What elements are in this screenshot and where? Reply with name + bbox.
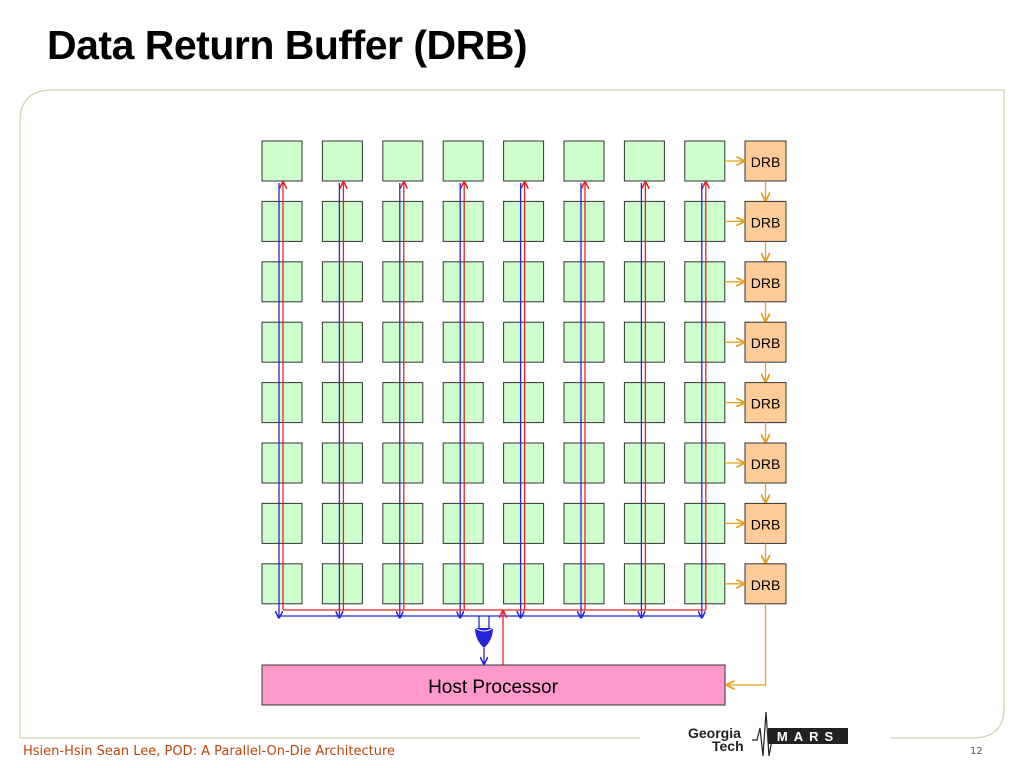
georgia-tech-logo: Georgia Tech [688,725,744,754]
drb-box [744,261,787,303]
processing-element [442,502,484,544]
processing-element [442,200,484,242]
processing-element [442,382,484,424]
georgia-tech-logo-line2: Tech [712,738,744,754]
processing-element [623,140,665,182]
processing-element [503,140,545,182]
processing-element [503,563,545,605]
mars-logo: MARS [768,728,848,744]
processing-element [684,261,726,303]
drb-label: DRB [751,154,781,170]
drb-box [744,140,787,182]
processing-element [623,321,665,363]
processing-element [261,502,303,544]
drb-box [744,382,787,424]
processing-element [684,382,726,424]
georgia-tech-logo-line1: Georgia [688,725,741,741]
processing-element [442,140,484,182]
processing-element [503,200,545,242]
processing-element [321,502,363,544]
host-processor-box [261,664,726,706]
processing-element [261,563,303,605]
processing-element [684,200,726,242]
merge-gate-icon [475,628,493,648]
processing-element [321,200,363,242]
processing-element [563,502,605,544]
processing-element [321,563,363,605]
processing-element [563,321,605,363]
processing-element [563,382,605,424]
processing-element [261,261,303,303]
drb-label: DRB [751,456,781,472]
drb-box [744,442,787,484]
processing-element [623,382,665,424]
processing-element [503,502,545,544]
processing-element [382,140,424,182]
processing-element [563,200,605,242]
processing-element [623,563,665,605]
processing-element [382,442,424,484]
processing-element [503,321,545,363]
drb-label: DRB [751,516,781,532]
drb-column: DRB DRB DRB DRB DRB DRB DRB DRB [724,140,787,685]
mars-logo-text: MARS [777,729,839,744]
footer-text: Hsien-Hsin Sean Lee, POD: A Parallel-On-… [23,744,396,759]
processing-element [382,200,424,242]
slide-title: Data Return Buffer (DRB) [47,22,528,68]
processing-element [503,442,545,484]
drb-box [744,563,787,605]
processing-element [442,442,484,484]
processing-element [261,321,303,363]
processing-element [261,382,303,424]
host-processor-label: Host Processor [428,677,559,698]
drb-label: DRB [751,335,781,351]
processing-element [623,261,665,303]
processing-element [321,261,363,303]
processing-element [382,563,424,605]
processing-element [442,261,484,303]
processing-element [321,382,363,424]
processing-element [261,200,303,242]
drb-label: DRB [751,275,781,291]
processing-element [503,261,545,303]
processing-element [321,321,363,363]
processing-element [321,140,363,182]
data-buses [279,182,706,665]
processing-element [684,502,726,544]
processing-element [442,563,484,605]
processing-element [321,442,363,484]
processing-element [563,442,605,484]
processing-element [623,442,665,484]
page-number: 12 [970,746,983,757]
processing-element [623,200,665,242]
processing-element [563,140,605,182]
processing-element [261,140,303,182]
processing-element [382,321,424,363]
processing-element [684,140,726,182]
processing-element [382,382,424,424]
drb-to-host-link [727,603,767,685]
drb-box [744,321,787,363]
processing-element [261,442,303,484]
processing-element [563,261,605,303]
drb-label: DRB [751,396,781,412]
drb-box [744,200,787,242]
processing-element [684,442,726,484]
processing-element [623,502,665,544]
processing-element [503,382,545,424]
processing-element [442,321,484,363]
drb-label: DRB [751,214,781,230]
processing-element [382,502,424,544]
processing-element-grid [261,140,726,605]
processing-element [684,321,726,363]
drb-label: DRB [751,577,781,593]
drb-box [744,502,787,544]
processing-element [563,563,605,605]
processing-element [684,563,726,605]
processing-element [382,261,424,303]
content-frame [19,89,1005,739]
